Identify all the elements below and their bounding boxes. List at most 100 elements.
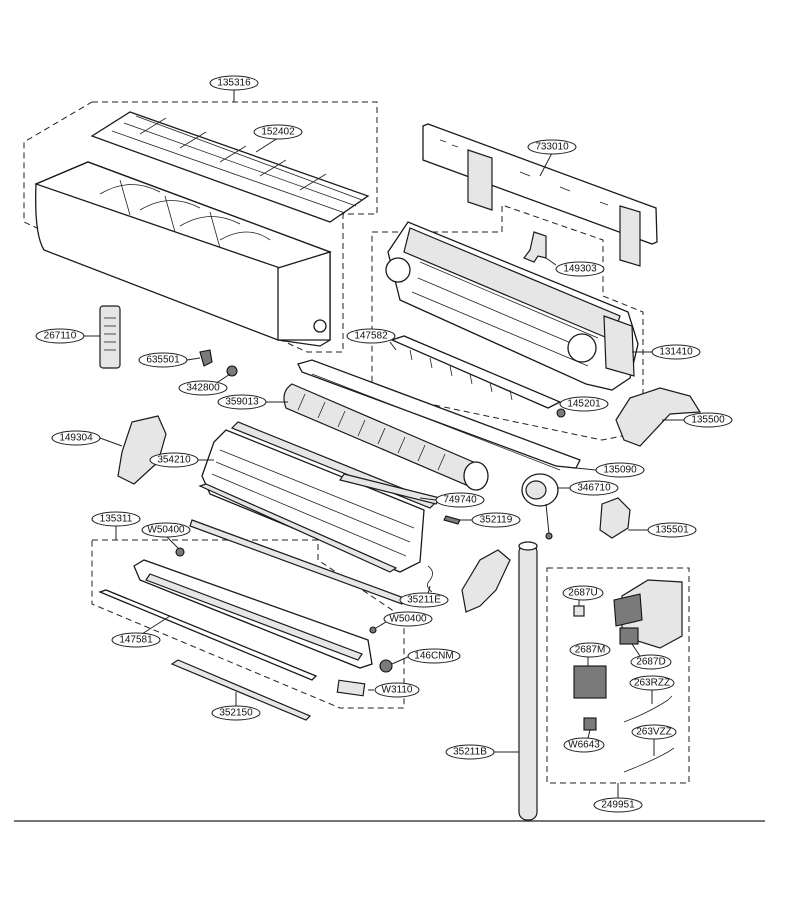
label-249951: 249951 (601, 800, 635, 811)
display-holder (199, 349, 213, 367)
connector-W3110 (336, 679, 366, 697)
callout-249951: 249951 (593, 783, 643, 813)
label-354210: 354210 (157, 455, 191, 466)
callout-35211B: 35211B (445, 744, 519, 760)
fixing-clip (556, 408, 566, 418)
front-panel-group-box (23, 101, 378, 353)
callout-147581: 147581 (111, 615, 171, 648)
cross-flow-fan (283, 383, 489, 491)
callout-352119: 352119 (458, 512, 521, 528)
callout-135090: 135090 (575, 462, 645, 478)
callout-263RZZ: 263RZZ (629, 675, 675, 704)
callout-149304: 149304 (51, 430, 123, 447)
callout-263VZZ: 263VZZ (631, 724, 677, 756)
label-352119: 352119 (480, 515, 513, 526)
screw-352119 (443, 515, 461, 525)
side-bracket-left (117, 415, 167, 485)
module-2687M (573, 665, 607, 699)
callout-2687U: 2687U (562, 585, 604, 606)
label-135316: 135316 (217, 78, 251, 89)
callout-135311: 135311 (91, 511, 141, 540)
callout-354210: 354210 (149, 452, 214, 468)
chassis-group-box (371, 204, 644, 441)
callout-352150: 352150 (211, 692, 261, 721)
side-bracket-right (615, 387, 702, 447)
label-145201: 145201 (567, 399, 601, 410)
label-W3110: W3110 (382, 685, 413, 696)
callout-147582: 147582 (346, 328, 397, 351)
label-35211E: 35211E (407, 595, 441, 606)
motor-mount (461, 549, 511, 613)
callout-135316: 135316 (209, 75, 259, 102)
callout-W6643: W6643 (563, 729, 605, 753)
callout-W50400-a: W50400 (141, 522, 191, 549)
callout-135501: 135501 (628, 522, 697, 538)
thermistor-W6643 (583, 717, 597, 731)
label-W50400-b: W50400 (389, 614, 427, 625)
board-2687D (619, 627, 639, 645)
cable-263RZZ (623, 695, 673, 723)
label-263RZZ: 263RZZ (634, 678, 670, 689)
callout-146CNM: 146CNM (391, 648, 461, 665)
label-147581: 147581 (119, 635, 153, 646)
callout-149303: 149303 (545, 257, 605, 277)
electrical-group-box (546, 567, 690, 784)
fan-motor (521, 473, 559, 540)
step-motor (379, 659, 393, 673)
clip-35211E (427, 565, 433, 593)
label-146CNM: 146CNM (414, 651, 453, 662)
evaporator-holder (339, 473, 441, 505)
callout-346710: 346710 (558, 480, 619, 496)
label-135090: 135090 (603, 465, 637, 476)
label-352150: 352150 (219, 708, 253, 719)
label-152402: 152402 (261, 127, 295, 138)
chassis (385, 221, 639, 391)
callout-267110: 267110 (35, 328, 100, 344)
label-635501: 635501 (146, 355, 180, 366)
label-149303: 149303 (563, 264, 597, 275)
label-135501: 135501 (655, 525, 689, 536)
horizontal-vane (390, 335, 562, 409)
callout-733010: 733010 (527, 139, 577, 177)
label-149304: 149304 (59, 433, 93, 444)
label-733010: 733010 (535, 142, 569, 153)
front-cover-body (34, 161, 332, 347)
label-2687D: 2687D (636, 657, 665, 668)
rod-352150 (170, 659, 312, 721)
cable-263VZZ (623, 747, 675, 773)
callout-W50400-b: W50400 (375, 611, 433, 629)
callout-152402: 152402 (253, 124, 303, 153)
label-359013: 359013 (225, 397, 259, 408)
front-grille (90, 111, 370, 223)
label-2687U: 2687U (568, 588, 597, 599)
lower-assembly-group-box (91, 539, 405, 709)
lower-frame (133, 559, 373, 669)
callout-2687D: 2687D (630, 643, 672, 670)
pipe-holder-bracket (523, 231, 547, 263)
label-749740: 749740 (443, 495, 477, 506)
label-135311: 135311 (100, 514, 133, 525)
callout-359013: 359013 (217, 394, 288, 410)
callout-749740: 749740 (419, 492, 485, 508)
callout-135500: 135500 (662, 412, 733, 428)
label-35211B: 35211B (453, 747, 487, 758)
motor-cover (599, 497, 631, 539)
label-W50400-a: W50400 (147, 525, 185, 536)
callout-131410: 131410 (632, 344, 701, 360)
label-W6643: W6643 (568, 740, 600, 751)
callout-2687M: 2687M (569, 642, 611, 666)
callout-635501: 635501 (138, 352, 201, 368)
mounting-plate (422, 123, 658, 267)
fastener-W50400-a (175, 547, 185, 557)
label-267110: 267110 (44, 331, 77, 342)
callout-342800: 342800 (178, 373, 231, 396)
label-131410: 131410 (659, 347, 693, 358)
remote-controller (99, 305, 121, 369)
deflector-bar (98, 589, 318, 681)
label-346710: 346710 (577, 483, 611, 494)
filter-strip (189, 519, 405, 605)
drain-pipe (518, 541, 538, 821)
callout-145201: 145201 (559, 396, 609, 412)
label-135500: 135500 (691, 415, 725, 426)
